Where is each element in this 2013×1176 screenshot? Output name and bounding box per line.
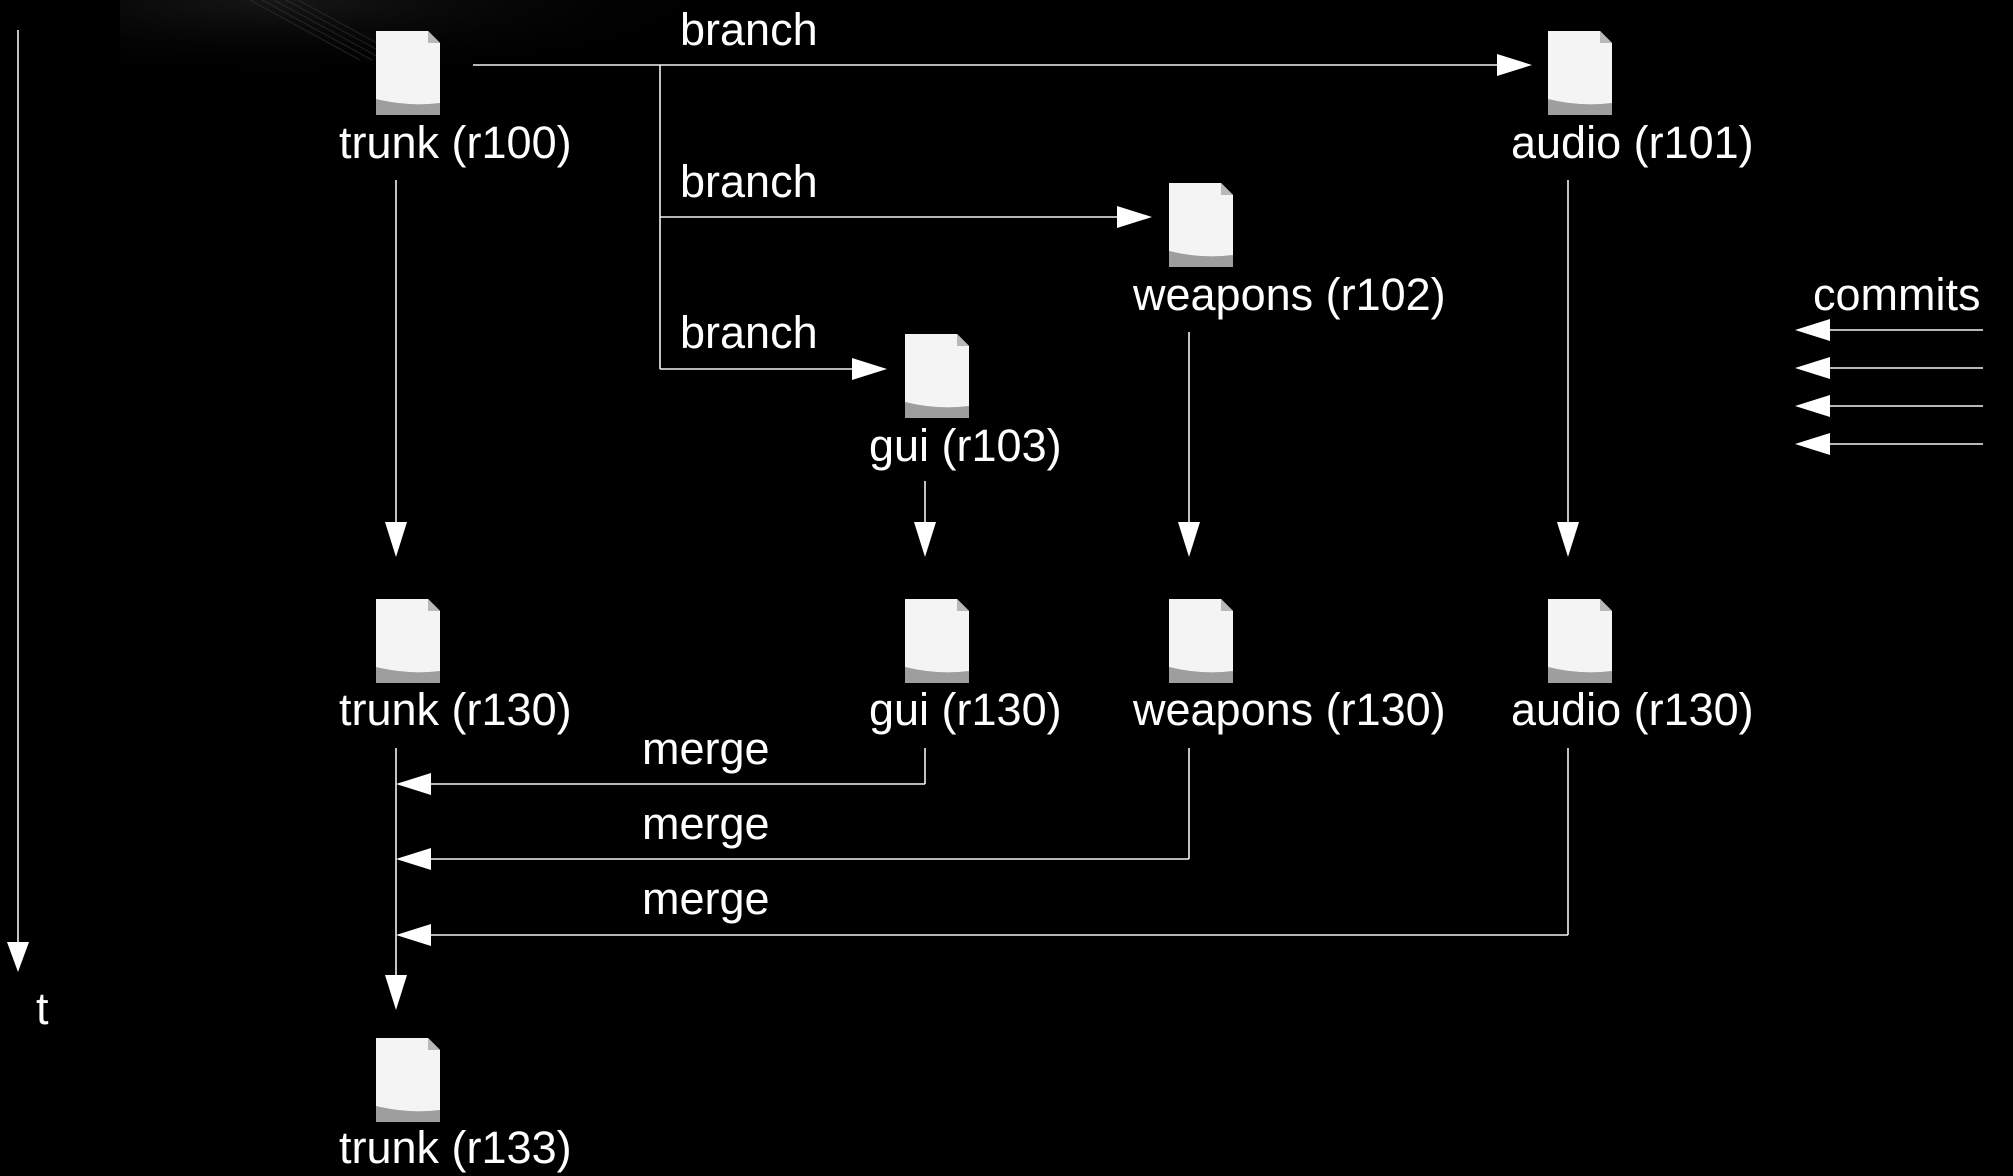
document-icon [376,1038,440,1122]
node-label: trunk (r100) [339,117,572,168]
document-icon [376,599,440,683]
commit-timelines [385,180,1579,557]
node-audio-r101: audio (r101) [1511,31,1754,168]
node-gui-r103: gui (r103) [869,334,1062,471]
document-icon [1169,183,1233,267]
merge-gui-label: merge [642,723,770,774]
node-trunk-r133: trunk (r133) [339,1038,572,1173]
node-trunk-r100: trunk (r100) [339,31,572,168]
node-label: gui (r130) [869,684,1062,735]
document-icon [1548,31,1612,115]
node-label: trunk (r130) [339,684,572,735]
node-audio-r130: audio (r130) [1511,599,1754,735]
document-icon [376,31,440,115]
node-label: gui (r103) [869,420,1062,471]
merge-edges: merge merge merge [385,723,1569,1010]
branch-gui-label: branch [680,307,818,358]
time-axis: t [7,30,49,1034]
branch-edges: branch branch branch [473,4,1532,380]
node-trunk-r130: trunk (r130) [339,599,572,735]
merge-audio-label: merge [642,873,770,924]
merge-weapons-label: merge [642,798,770,849]
document-icon [1169,599,1233,683]
document-icon [905,599,969,683]
node-weapons-r102: weapons (r102) [1132,183,1446,320]
branch-weapons-label: branch [680,156,818,207]
document-icon [905,334,969,418]
node-label: audio (r101) [1511,117,1754,168]
commits-label: commits [1813,269,1981,320]
commits-legend: commits [1795,269,1983,455]
node-weapons-r130: weapons (r130) [1132,599,1446,735]
time-axis-label: t [36,983,49,1034]
node-label: weapons (r102) [1132,269,1446,320]
node-label: weapons (r130) [1132,684,1446,735]
node-label: trunk (r133) [339,1122,572,1173]
node-gui-r130: gui (r130) [869,599,1062,735]
node-label: audio (r130) [1511,684,1754,735]
branch-audio-label: branch [680,4,818,55]
document-icon [1548,599,1612,683]
